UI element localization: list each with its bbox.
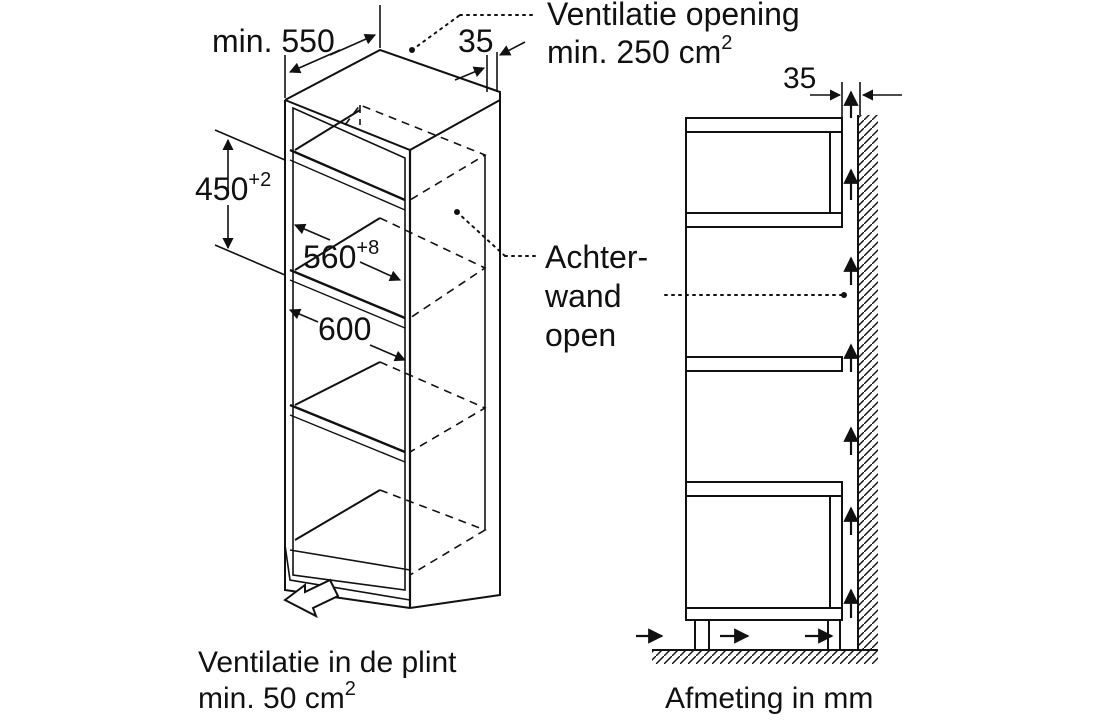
side-section-drawing (652, 115, 878, 664)
plinth-line2: min. 50 cm2 (198, 678, 356, 715)
plinth-airflow-arrow-icon (283, 578, 340, 619)
dimension-width (284, 5, 381, 98)
plinth-line1: Ventilatie in de plint (198, 646, 457, 679)
vent-top-line2: min. 250 cm2 (547, 32, 732, 70)
vent-top-leader (409, 14, 536, 53)
cabinet-drawing (284, 48, 501, 609)
dimension-depth (288, 308, 407, 362)
back-wall-leader (454, 209, 541, 257)
vent-top-line1: Ventilatie opening (547, 0, 800, 32)
dimension-inner-width (293, 223, 402, 281)
back-wall-leader-right (664, 292, 847, 298)
units-note: Afmeting in mm (665, 682, 873, 715)
back-wall-line2: wand (544, 278, 622, 314)
back-wall-line1: Achter- (545, 239, 648, 275)
back-wall-line3: open (545, 317, 616, 353)
dimension-height-label: 450+2 (195, 169, 271, 207)
dimension-height (214, 129, 286, 276)
dimension-gap-right-label: 35 (783, 62, 816, 95)
dimension-gap-label: 35 (458, 23, 494, 59)
dimension-gap-left (454, 41, 526, 92)
dimension-inner-width-label: 560+8 (303, 237, 379, 275)
dimension-width-label: min. 550 (212, 23, 335, 59)
dimension-depth-label: 600 (318, 311, 371, 347)
dimension-gap-right (810, 82, 902, 118)
